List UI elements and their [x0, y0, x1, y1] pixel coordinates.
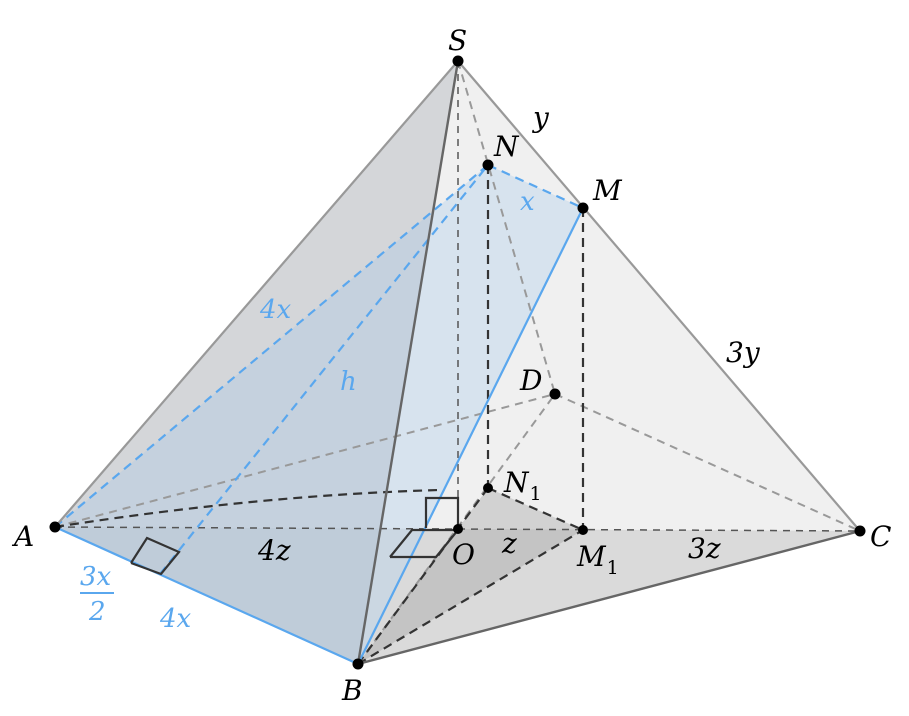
visible-edges [54, 60, 861, 532]
fraction-numerator: 3x [80, 562, 112, 592]
dark-dashed-lines [54, 165, 585, 665]
base-abc [55, 527, 860, 664]
point-d [549, 388, 561, 400]
label-d: D [519, 364, 542, 397]
label-s: S [448, 24, 467, 57]
point-s [452, 55, 464, 67]
label-h: h [340, 367, 357, 397]
fraction-3x-over-2: 3x 2 [80, 562, 114, 627]
label-4x-edge: 4x [259, 295, 292, 325]
label-x: x [520, 187, 535, 217]
section-plane [55, 165, 583, 664]
label-n: N [493, 130, 520, 163]
label-a: A [11, 520, 34, 553]
point-c [854, 525, 866, 537]
label-n1: N1 [503, 466, 542, 505]
label-3z: 3z [688, 532, 721, 565]
face-sab-shade [55, 61, 458, 664]
axis-lines [54, 61, 861, 532]
label-b: B [341, 674, 363, 707]
blue-solid-lines [54, 207, 584, 666]
label-c: C [870, 520, 891, 553]
face-sbc [358, 61, 860, 664]
fraction-denominator: 2 [88, 597, 106, 627]
label-m1: M1 [576, 540, 619, 579]
point-b [352, 658, 364, 670]
face-sab [55, 61, 458, 664]
hidden-edges [54, 60, 861, 665]
label-o: O [452, 538, 475, 571]
point-n1 [483, 483, 493, 493]
label-m: M [592, 174, 623, 207]
point-m [577, 202, 589, 214]
vertex-dots [49, 55, 866, 670]
front-edges [356, 60, 861, 666]
label-y: y [531, 101, 550, 134]
point-m1 [578, 525, 588, 535]
point-o [453, 524, 463, 534]
label-z: z [501, 527, 517, 560]
point-a [49, 521, 61, 533]
label-3y: 3y [726, 336, 761, 369]
blue-dashed-lines [54, 163, 584, 575]
base-bm1n1 [358, 488, 583, 664]
label-4x-base: 4x [159, 604, 192, 634]
point-n [482, 159, 494, 171]
label-4z: 4z [257, 534, 291, 567]
